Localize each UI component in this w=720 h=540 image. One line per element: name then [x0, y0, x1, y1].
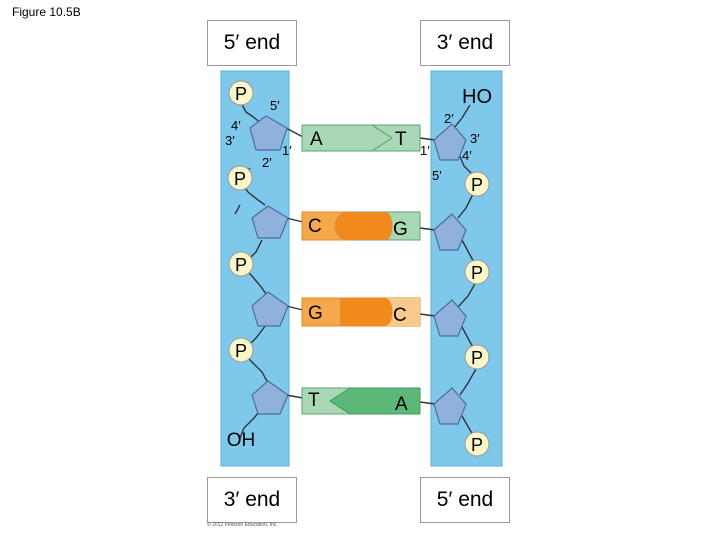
carbon-label: 4′ [231, 118, 241, 133]
right-phosphates: P P P P [464, 171, 490, 457]
end-label-top-left: 5′ end [207, 20, 297, 66]
base-label: A [395, 394, 408, 415]
carbon-label: 1′ [420, 143, 430, 158]
carbon-label: 1′ [282, 143, 292, 158]
base-label: A [310, 129, 323, 150]
end-label-top-right: 3′ end [420, 20, 510, 66]
sugar-pentagon [249, 115, 288, 151]
base-pair-2: C G [301, 211, 421, 241]
end-label-bottom-right: 5′ end [420, 477, 510, 523]
left-phosphates: P P P P [227, 80, 254, 363]
phosphate-label: P [235, 341, 247, 361]
left-carbon-labels: 5′ 4′ 3′ 2′ 1′ [225, 98, 292, 170]
phosphate-label: P [471, 263, 483, 283]
base-pair-4: T A [301, 387, 421, 415]
phosphate-label: P [471, 175, 483, 195]
sugar-pentagon [433, 299, 467, 337]
sugar-pentagon [433, 387, 467, 425]
carbon-label: 3′ [470, 131, 480, 146]
phosphate-label: P [235, 84, 247, 104]
phosphate-label: P [471, 435, 483, 455]
copyright-notice: © 2012 Pearson Education, Inc. [207, 522, 278, 528]
hydroxyl-label: OH [227, 430, 256, 451]
hydroxyl-label: HO [462, 86, 492, 108]
phosphate-label: P [234, 169, 246, 189]
right-carbon-labels: 2′ 3′ 4′ 1′ 5′ [420, 111, 480, 183]
base-label: G [308, 303, 323, 324]
base-pair-1: A T [301, 124, 421, 152]
left-sugars [249, 115, 289, 415]
base-label: T [308, 390, 320, 411]
carbon-label: 5′ [432, 168, 442, 183]
carbon-label: 5′ [270, 98, 280, 113]
carbon-label: 2′ [444, 111, 454, 126]
sugar-pentagon [433, 213, 467, 251]
end-label-bottom-left: 3′ end [207, 477, 297, 523]
base-pair-3: G C [301, 297, 421, 327]
sugar-pentagon [251, 380, 289, 415]
base-label: C [308, 216, 322, 237]
sugar-pentagon [433, 123, 467, 161]
phosphate-label: P [471, 348, 483, 368]
sugar-pentagon [251, 205, 289, 239]
carbon-label: 4′ [462, 148, 472, 163]
base-label: G [393, 219, 408, 240]
right-sugars [433, 123, 467, 425]
figure-label: Figure 10.5B [12, 5, 81, 19]
carbon-label: 3′ [225, 133, 235, 148]
sugar-pentagon [251, 291, 289, 327]
carbon-label: 2′ [262, 155, 272, 170]
base-label: C [393, 305, 407, 326]
phosphate-label: P [235, 255, 247, 275]
base-label: T [395, 129, 407, 150]
